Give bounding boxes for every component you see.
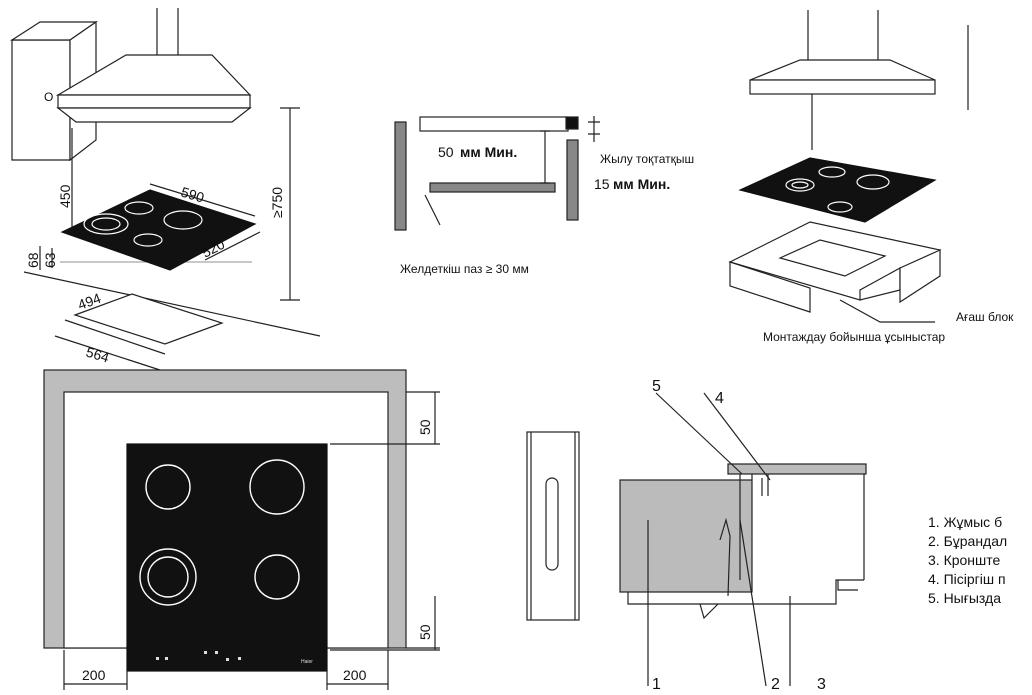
legend-item-5: 5. Нығызда xyxy=(928,590,1001,606)
legend-item-4: 4. Пісіргіш п xyxy=(928,571,1006,587)
dim-564: 564 xyxy=(84,344,111,366)
clearance-bottom: 50 xyxy=(417,624,433,640)
cooktop-perspective xyxy=(60,189,257,271)
brand-mark: Haier xyxy=(301,659,313,665)
dim-63: 63 xyxy=(42,252,58,268)
clearance-top: 50 xyxy=(417,419,433,435)
clearance-value: 15 xyxy=(594,176,610,192)
legend-item-1: 1. Жұмыс б xyxy=(928,514,1003,530)
dim-750: ≥750 xyxy=(269,187,285,218)
clearance-right: 200 xyxy=(343,667,367,683)
callout-5: 5 xyxy=(652,378,661,395)
callout-4: 4 xyxy=(715,390,724,407)
clearance-unit: мм Мин. xyxy=(613,176,670,192)
top-view-panel: Haier 50 50 200 200 xyxy=(43,369,440,690)
cooktop-top-view xyxy=(126,443,328,672)
dim-450: 450 xyxy=(57,184,73,208)
hood-dimensions-panel: O 590 520 450 ≥750 68 63 494 564 xyxy=(9,8,321,371)
callout-1: 1 xyxy=(652,676,661,693)
counter-cutout xyxy=(73,293,224,345)
island-install-panel: Ағаш блок Монтаждау бойынша ұсыныстар xyxy=(728,10,1014,344)
legend-item-3: 3. Кронште xyxy=(928,552,1001,568)
island-cooktop xyxy=(738,157,937,223)
gap-value: 50 xyxy=(438,144,454,160)
heat-stopper-label: Жылу тоқтатқыш xyxy=(600,152,694,166)
legend-item-2: 2. Бұрандал xyxy=(928,533,1008,549)
callout-2: 2 xyxy=(771,676,780,693)
vent-slot-label: Желдеткіш паз ≥ 30 мм xyxy=(400,262,529,276)
socket-label: O xyxy=(44,90,53,104)
clearance-left: 200 xyxy=(82,667,106,683)
dim-494: 494 xyxy=(76,290,104,313)
clamp-section-panel: 5 4 1 2 3 xyxy=(526,378,867,693)
install-caption: Монтаждау бойынша ұсыныстар xyxy=(763,330,945,344)
callout-3: 3 xyxy=(817,676,826,693)
wood-block-label: Ағаш блок xyxy=(956,310,1014,324)
vent-section-panel: 50 мм Мин. Жылу тоқтатқыш 15 мм Мин. Жел… xyxy=(394,116,694,276)
dim-590: 590 xyxy=(179,184,206,206)
dim-68: 68 xyxy=(25,252,41,268)
gap-unit: мм Мин. xyxy=(460,144,517,160)
